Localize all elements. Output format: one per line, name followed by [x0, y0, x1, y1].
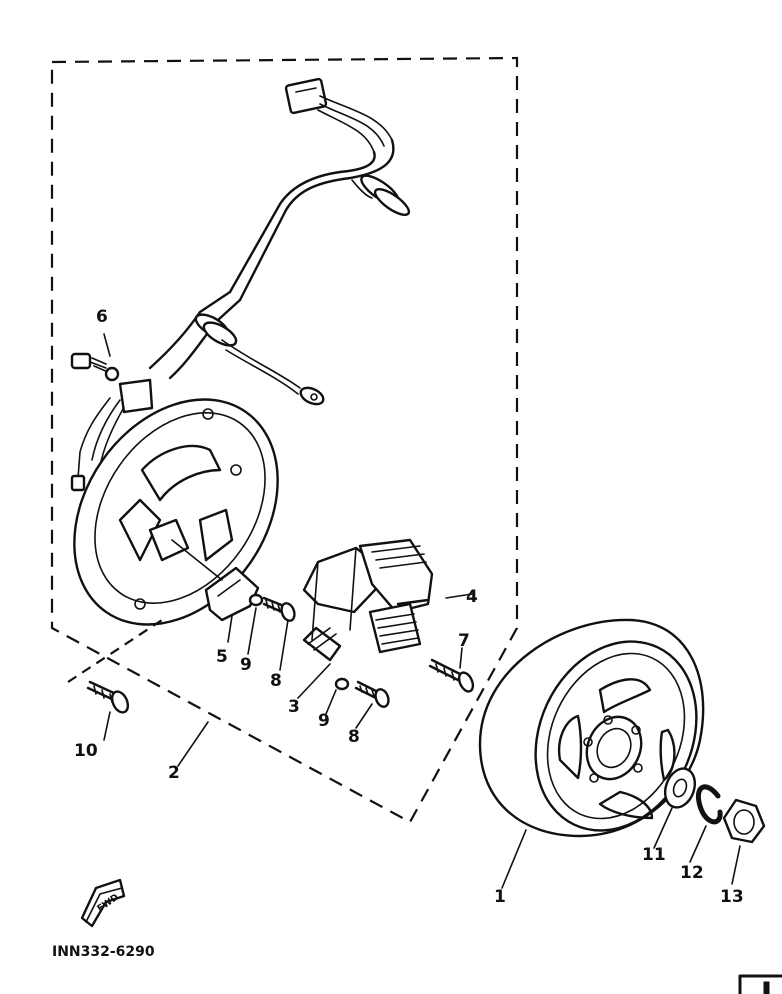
assembly-boundary: [50, 56, 519, 824]
lock-washer-part-12: [696, 784, 723, 825]
label-part-8-upper: 8: [270, 671, 282, 691]
label-part-9-lower: 9: [318, 711, 330, 731]
label-part-10: 10: [74, 741, 98, 761]
washer-part-11: [663, 767, 697, 809]
label-part-9-upper: 9: [240, 655, 252, 675]
page-corner-marker: [738, 974, 782, 994]
washer-part-9-upper: [248, 593, 264, 607]
screw-part-8-lower: [354, 680, 390, 708]
label-part-11: 11: [642, 845, 666, 865]
screw-part-6: [70, 352, 120, 382]
part-labels: 6 4 5 9 8 3 7 9 8 10 2 1 11 12 13: [74, 307, 744, 907]
lighting-coil-part-4: [358, 538, 434, 654]
screw-part-7: [428, 658, 475, 693]
label-part-12: 12: [680, 863, 704, 883]
label-part-13: 13: [720, 887, 744, 907]
label-part-5: 5: [216, 647, 228, 667]
label-part-8-lower: 8: [348, 727, 360, 747]
label-part-6: 6: [96, 307, 108, 327]
washer-part-9-lower: [334, 677, 350, 691]
fwd-arrow-icon: FWD: [80, 878, 126, 928]
label-part-2: 2: [168, 763, 180, 783]
stator-base-plate: [73, 398, 279, 626]
label-part-7: 7: [458, 631, 470, 651]
nut-part-13: [722, 798, 766, 844]
screw-part-8-upper: [262, 596, 296, 622]
wire-harness: [70, 77, 411, 492]
screw-part-10: [67, 619, 163, 714]
catalog-code: INN332-6290: [52, 944, 155, 960]
leader-lines: [103, 333, 741, 889]
label-part-3: 3: [288, 697, 300, 717]
label-part-1: 1: [494, 887, 506, 907]
label-part-4: 4: [466, 587, 478, 607]
pickup-coil-part-5: [171, 539, 260, 622]
rotor-flywheel-part-1: [478, 618, 705, 838]
